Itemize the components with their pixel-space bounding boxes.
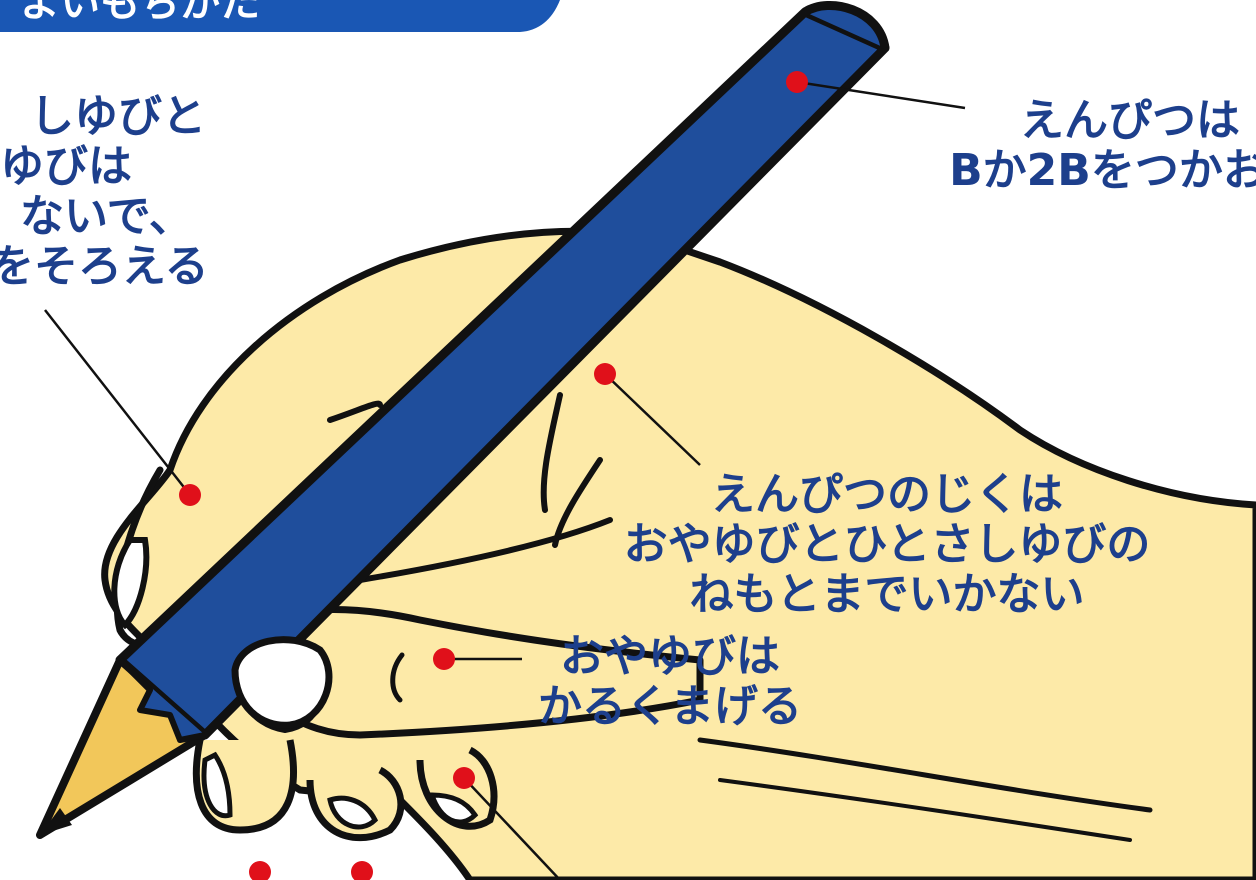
markers [179,71,808,880]
middle-fingernail [201,751,233,819]
marker-dot [594,363,616,385]
leader-line [604,373,701,466]
pencil-paint-edge [117,657,206,743]
label-line: かるくまげる [538,681,802,732]
label-line: えんぴつは [1020,95,1240,146]
label-finger-tips: しゆびと ゆびは ないで、 をそろえる [0,92,209,292]
pencil-end [802,0,890,49]
marker-dot [351,861,373,880]
label-thumb: おやゆびは かるくまげる [530,632,810,732]
label-line: おやゆびは [560,631,780,682]
little-fingernail [428,792,479,825]
palm-line [357,517,613,583]
label-line: おやゆびとひとさしゆびの [623,519,1151,570]
ring-fingernail [327,795,379,830]
header-banner: よいもちかた [0,0,560,32]
label-line: Bか2Bをつかおう [949,145,1256,196]
label-line: えんぴつのじくは [711,469,1063,520]
thumb-crease [390,652,405,703]
thumb-tip [231,636,333,729]
leader-line [463,777,561,880]
thumb-shape [236,606,704,739]
forearm-line [718,778,1132,842]
index-fingernail [111,537,150,630]
knuckle-crease [327,400,383,423]
marker-dot [249,861,271,880]
header-title: よいもちかた [20,0,260,26]
label-line: ねもとまでいかない [689,569,1085,620]
label-pencil-shaft: えんぴつのじくは おやゆびとひとさしゆびの ねもとまでいかない [622,470,1152,620]
knuckle-crease [540,392,563,513]
pencil [36,0,890,839]
leader-lines [44,80,966,880]
label-line: ないで、 [20,191,193,242]
forearm-line [697,737,1153,813]
marker-dot [786,71,808,93]
label-line: をそろえる [0,241,209,292]
marker-dot [179,484,201,506]
marker-dot [433,648,455,670]
label-line: ゆびは [0,141,132,192]
leader-line [796,80,966,110]
label-pencil-grade: えんぴつは Bか2Bをつかおう [930,96,1256,196]
marker-dot [453,767,475,789]
label-line: しゆびと [30,91,206,142]
pencil-lead [40,808,72,835]
leader-line [44,309,191,496]
